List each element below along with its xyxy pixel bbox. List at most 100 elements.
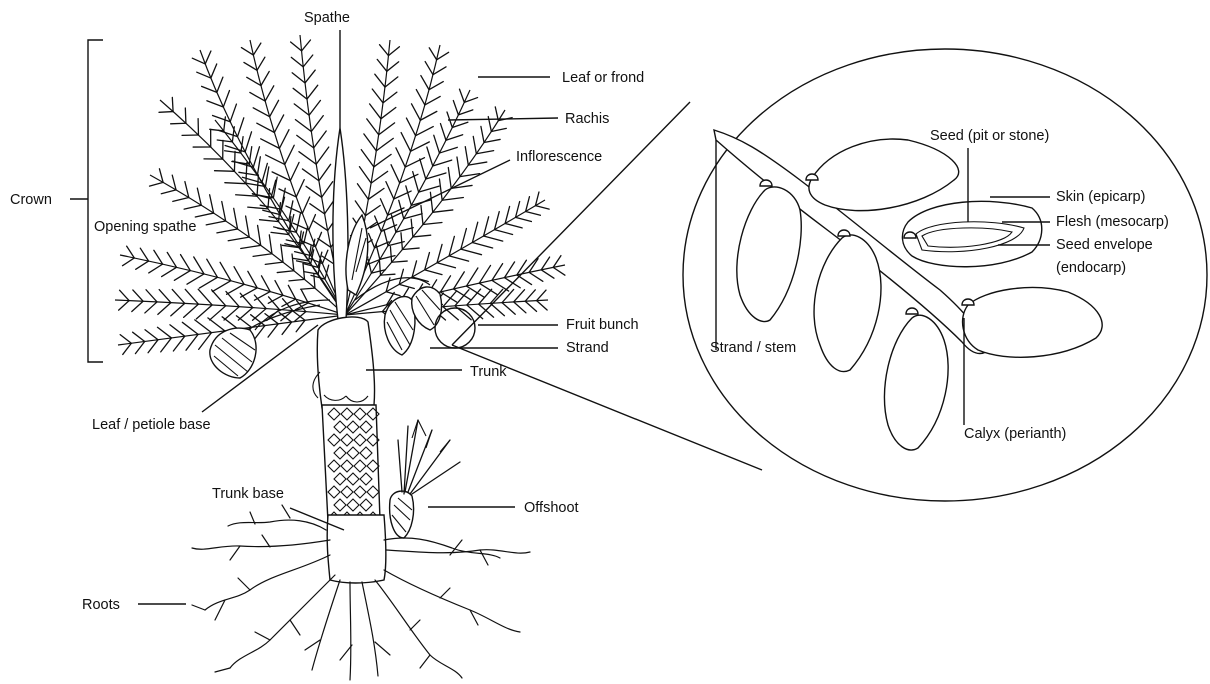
leaflet (387, 62, 399, 72)
leaflet (369, 233, 375, 247)
root (230, 575, 335, 668)
tree-labels: Crown Spathe Leaf or frond Rachis Inflor… (10, 10, 644, 613)
leaflet (322, 182, 333, 198)
leaflet (355, 201, 365, 216)
label-opening-spathe: Opening spathe (94, 219, 196, 235)
leaflet (296, 320, 305, 331)
leaflet (526, 211, 541, 215)
leaflet (368, 259, 371, 273)
leaflet (237, 118, 243, 137)
leaflet (379, 261, 380, 275)
root (375, 580, 462, 678)
leaflet (293, 311, 304, 320)
leaflet (383, 92, 397, 103)
leaflet (271, 232, 289, 234)
leaflet (295, 120, 311, 132)
leaflet (227, 284, 245, 294)
label-leaf-petiole-base: Leaf / petiole base (92, 417, 211, 433)
leaflet (529, 272, 543, 281)
leaflet (145, 330, 158, 340)
root (384, 570, 520, 632)
label-strand: Strand (566, 340, 609, 356)
leaflet (215, 171, 235, 172)
leaflet (257, 157, 260, 175)
label-fruit-bunch: Fruit bunch (566, 317, 639, 333)
leaflet (212, 281, 230, 292)
leaflet (374, 154, 391, 167)
leaflet (361, 150, 374, 167)
leaflet (381, 107, 396, 118)
leaflet (420, 159, 426, 179)
palm-tree (115, 35, 565, 680)
leaflet (241, 245, 261, 248)
leaflet (159, 290, 171, 303)
leaflet (199, 277, 217, 288)
leaflet (265, 262, 283, 264)
leaflet (148, 340, 158, 353)
leaflet (292, 73, 305, 83)
leaflet (316, 147, 329, 164)
leaflet (514, 290, 525, 302)
leaflet (302, 169, 318, 181)
leaflet (217, 77, 223, 92)
leaflet (173, 198, 189, 202)
root (350, 582, 351, 680)
leaflet (379, 123, 395, 135)
leaflet (303, 55, 313, 67)
leaflet (429, 48, 436, 60)
leaflet (157, 327, 171, 338)
leaflet (212, 290, 226, 306)
leaflet (217, 140, 232, 142)
leaflet (236, 195, 257, 196)
leaflet (253, 254, 272, 257)
leaflet (453, 101, 458, 115)
leaflet (199, 333, 212, 350)
label-calyx: Calyx (perianth) (964, 426, 1066, 442)
leaflet (473, 136, 476, 153)
leaflet (375, 74, 385, 87)
leaflet (406, 186, 411, 205)
leaflet (434, 135, 440, 153)
leaflet (253, 309, 267, 321)
leaflet (442, 198, 463, 201)
leaflet (150, 182, 164, 186)
leaflet (269, 235, 272, 254)
leaflet (174, 271, 190, 281)
leaflet (171, 123, 186, 124)
leaflet (421, 76, 429, 90)
leaflet (206, 221, 225, 225)
leaflet (390, 247, 391, 263)
leaflet (149, 264, 163, 273)
leaflet (162, 267, 177, 276)
leaflet (365, 205, 380, 215)
leaflet (380, 45, 389, 56)
leaflet (185, 289, 198, 304)
leaflet (258, 225, 261, 245)
leaflet (133, 332, 145, 341)
leaflet (187, 274, 204, 284)
leaflet (371, 171, 387, 183)
leaflet (367, 119, 379, 135)
leaflet (161, 338, 172, 352)
root-twig (282, 505, 290, 518)
leaflet (381, 274, 395, 275)
leaflet (285, 145, 294, 164)
root (228, 520, 326, 530)
leaflet (172, 97, 173, 111)
root-twig (440, 588, 450, 598)
leaflet (359, 167, 371, 183)
leaflet (226, 291, 239, 306)
leaflet (223, 91, 229, 107)
leaflet (185, 108, 186, 123)
root (192, 540, 330, 549)
leaflet (245, 132, 251, 152)
root-twig (192, 605, 205, 610)
leaflet (246, 216, 250, 237)
leaflet (494, 230, 512, 235)
leaflet (120, 290, 130, 300)
leaflet (380, 199, 387, 215)
leaflet (265, 86, 274, 101)
leaflet (198, 289, 212, 305)
leaflet (481, 126, 484, 142)
